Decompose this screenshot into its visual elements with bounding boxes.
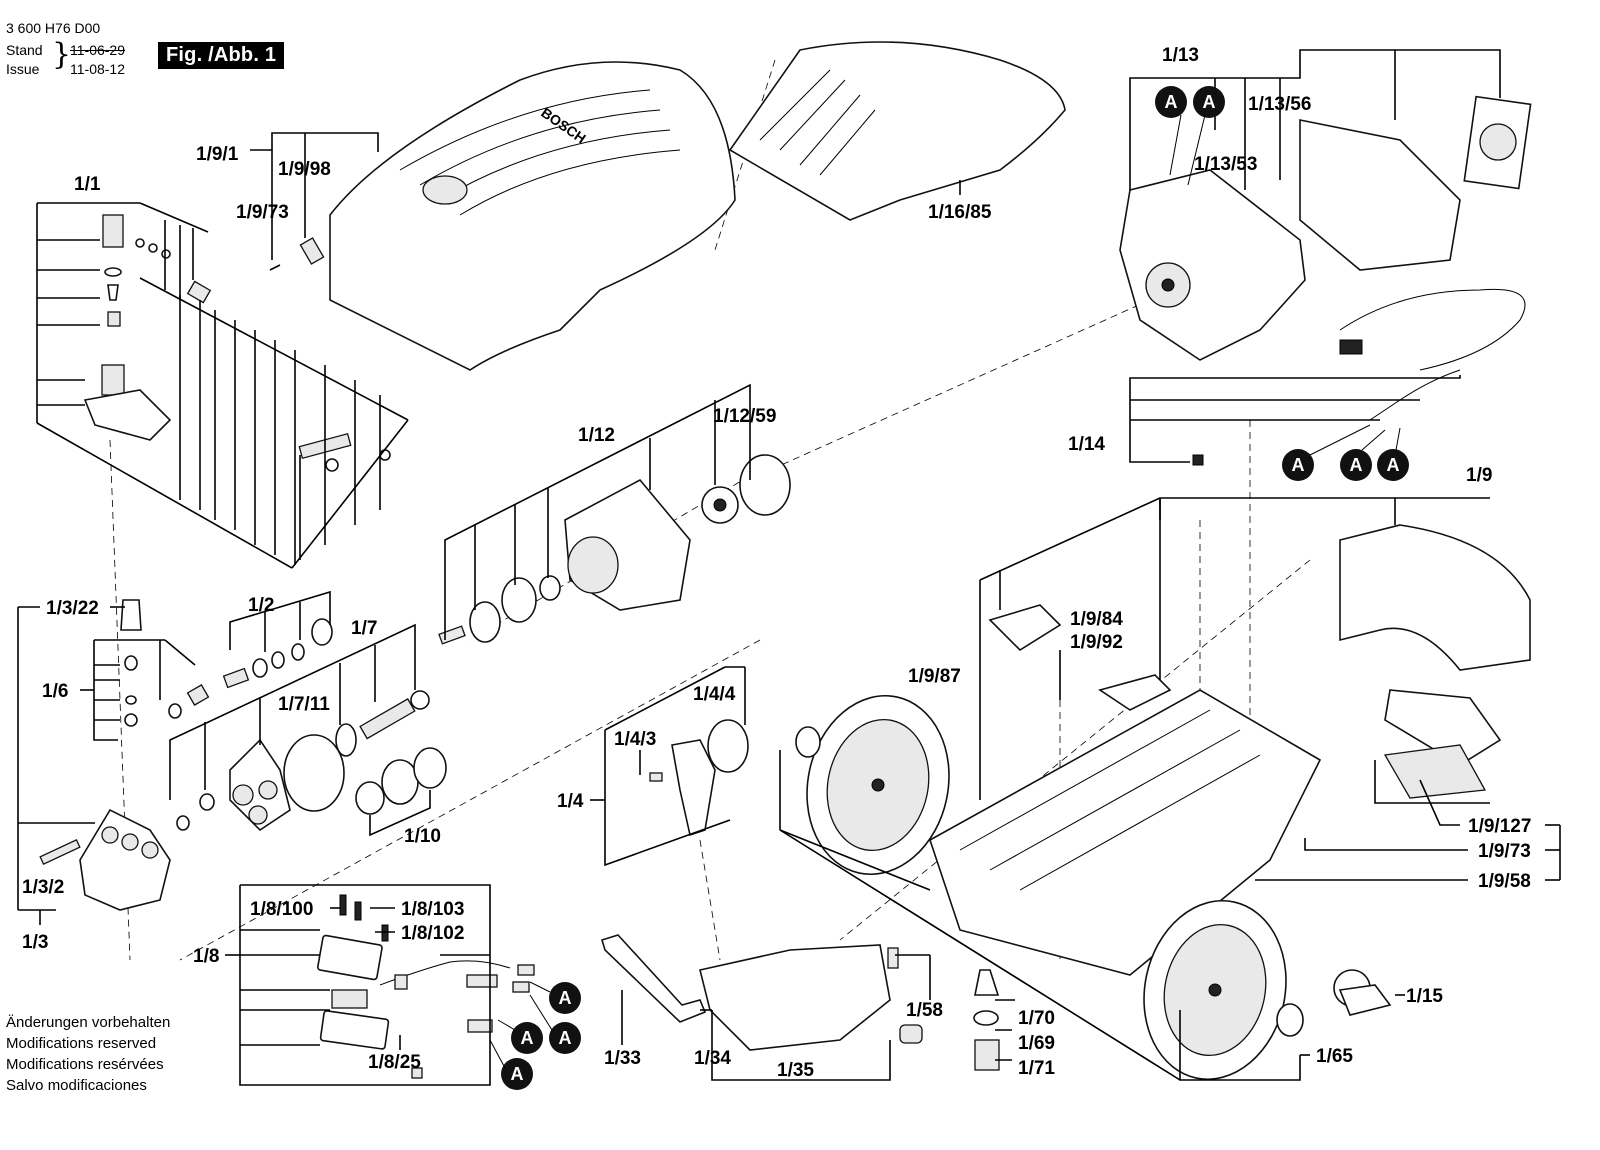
part-label: 1/35 (777, 1060, 814, 1081)
connector-a-marker: A (1193, 86, 1225, 118)
issue-label: Issue (6, 61, 40, 77)
connector-a-marker: A (501, 1058, 533, 1090)
part-label: 1/14 (1068, 434, 1105, 455)
part-label: 1/65 (1316, 1046, 1353, 1067)
part-label: 1/7/11 (278, 694, 330, 715)
connector-a-marker: A (1282, 449, 1314, 481)
part-label: 1/7 (351, 618, 377, 639)
part-labels: 1/9/1 1/9/98 1/9/73 1/1 1/16/85 1/13 1/1… (22, 45, 1531, 1081)
piston-assembly (168, 618, 447, 832)
part-label: 1/8 (193, 946, 219, 967)
connector-a-marker: A (511, 1022, 543, 1054)
part-label: 1/4/4 (693, 684, 736, 705)
part-label: 1/8/102 (401, 923, 464, 944)
svg-text:A: A (559, 988, 572, 1008)
document-number: 3 600 H76 D00 (6, 20, 101, 36)
svg-text:A: A (559, 1028, 572, 1048)
issue-date: 11-08-12 (70, 61, 126, 77)
note-line: Salvo modificaciones (6, 1077, 147, 1094)
stand-label: Stand (6, 42, 43, 58)
power-cable (1192, 369, 1461, 466)
part-label: 1/2 (248, 595, 274, 616)
part-label: 1/15 (1406, 986, 1443, 1007)
connector-a-marker: A (1340, 449, 1372, 481)
connector-markers: A A A A A A A A (489, 86, 1409, 1090)
base-parts (601, 934, 1392, 1071)
part-label: 1/58 (906, 1000, 943, 1021)
part-label: 1/8/25 (368, 1052, 421, 1073)
leader-lines (17, 49, 1561, 1086)
connector-a-marker: A (549, 1022, 581, 1054)
connector-a-marker: A (1377, 449, 1409, 481)
part-label: 1/70 (1018, 1008, 1055, 1029)
part-label: 1/4 (557, 791, 584, 812)
pump-head-parts (83, 214, 391, 472)
part-label: 1/1 (74, 174, 101, 195)
note-line: Modifications resérvées (6, 1056, 164, 1073)
part-label: 1/33 (604, 1048, 641, 1069)
part-label: 1/3 (22, 932, 48, 953)
svg-text:A: A (1165, 92, 1178, 112)
part-label: 1/9/98 (278, 159, 331, 180)
connector-a-marker: A (1155, 86, 1187, 118)
part-label: 1/9/92 (1070, 632, 1123, 653)
part-label: 1/9/58 (1478, 871, 1531, 892)
chassis-frame (929, 524, 1531, 1007)
hood-cover: BOSCH (269, 61, 736, 371)
svg-text:A: A (511, 1064, 524, 1084)
svg-text:A: A (1292, 455, 1305, 475)
lance-holder (649, 719, 749, 837)
part-label: 1/10 (404, 826, 441, 847)
rear-shell (728, 41, 1066, 221)
svg-text:A: A (521, 1028, 534, 1048)
stand-date: 11-06-29 (70, 42, 126, 58)
brace-glyph: } (52, 37, 72, 72)
part-label: 1/13/56 (1248, 94, 1311, 115)
part-label: 1/69 (1018, 1033, 1055, 1054)
part-label: 1/9/87 (908, 666, 961, 687)
note-line: Modifications reserved (6, 1035, 157, 1052)
part-label: 1/3/22 (46, 598, 99, 619)
part-label: 1/6 (42, 681, 68, 702)
part-label: 1/12/59 (713, 406, 776, 427)
part-label: 1/71 (1018, 1058, 1055, 1079)
svg-text:A: A (1387, 455, 1400, 475)
connector-a-marker: A (549, 982, 581, 1014)
gear-housing (438, 454, 791, 645)
part-label: 1/8/103 (401, 899, 464, 920)
part-label: 1/34 (694, 1048, 731, 1069)
motor-assembly (1119, 95, 1532, 371)
part-label: 1/8/100 (250, 899, 313, 920)
part-label: 1/9/73 (1478, 841, 1531, 862)
part-label: 1/9/84 (1070, 609, 1123, 630)
part-label: 1/9 (1466, 465, 1492, 486)
pump-body (39, 599, 171, 911)
part-label: 1/9/1 (196, 144, 239, 165)
part-label: 1/3/2 (22, 877, 64, 898)
svg-text:A: A (1350, 455, 1363, 475)
part-label: 1/13 (1162, 45, 1199, 66)
part-label: 1/9/127 (1468, 816, 1531, 837)
modifications-notes: Änderungen vorbehalten Modifications res… (6, 1012, 170, 1096)
part-label: 1/9/73 (236, 202, 289, 223)
svg-text:A: A (1203, 92, 1216, 112)
part-label: 1/16/85 (928, 202, 992, 223)
part-label: 1/12 (578, 425, 615, 446)
wheels (795, 694, 1304, 1081)
part-label: 1/4/3 (614, 729, 656, 750)
part-label: 1/13/53 (1194, 154, 1257, 175)
note-line: Änderungen vorbehalten (6, 1014, 171, 1031)
figure-title: Fig. /Abb. 1 (158, 42, 285, 69)
